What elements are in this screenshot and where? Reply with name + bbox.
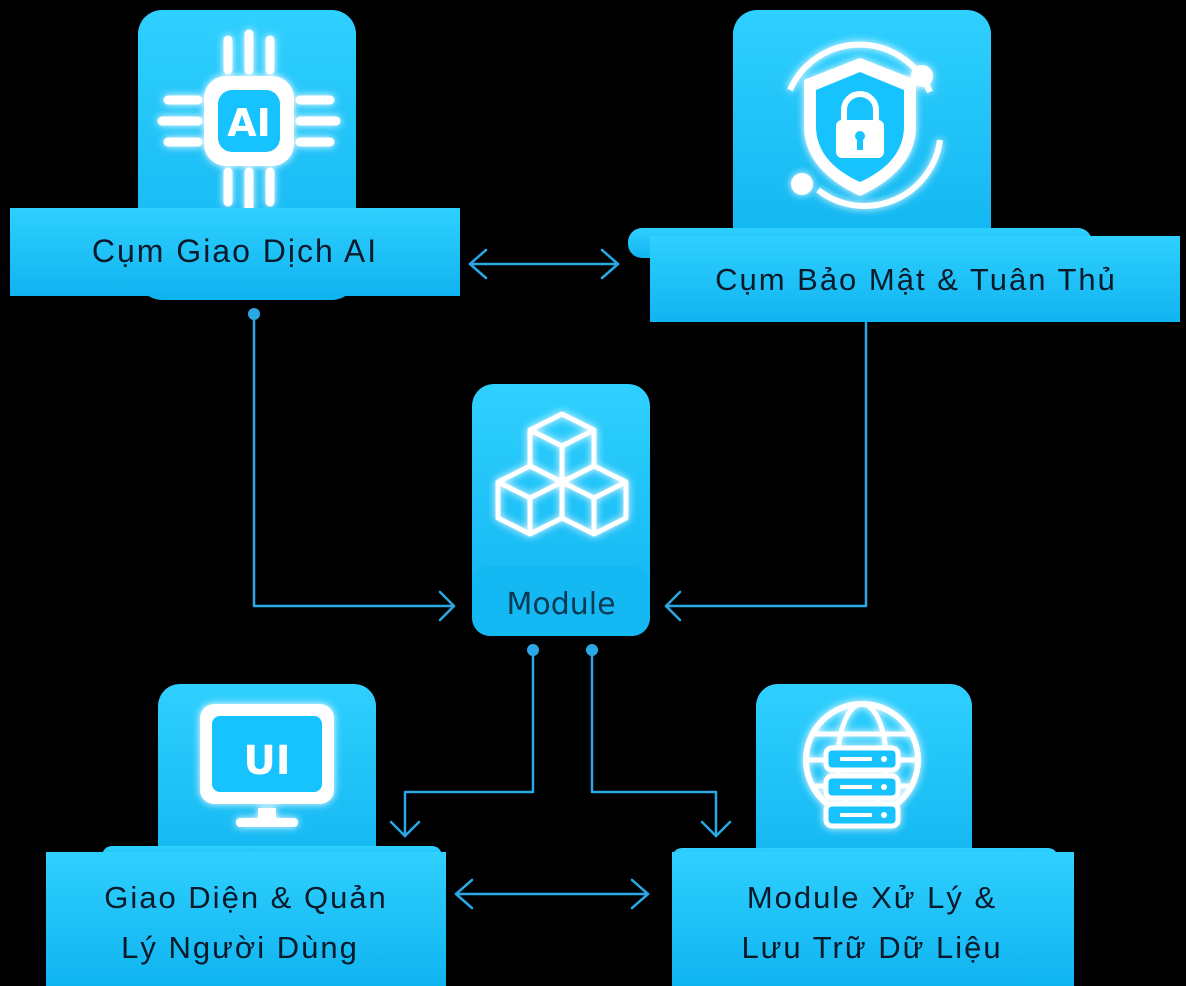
security-label-box — [650, 236, 1180, 322]
ai-chip-icon — [157, 29, 341, 213]
module-right-dot — [586, 644, 598, 656]
ai-connector-dot — [248, 308, 260, 320]
ai-cluster-node[interactable]: AI Cụm Giao Dịch AI — [10, 10, 460, 300]
data-label-box — [672, 852, 1074, 986]
ui-cluster-node[interactable]: UI Giao Diện & Quản Lý Người Dùng — [46, 684, 446, 986]
module-label-tab — [472, 566, 650, 636]
module-to-data-connector — [590, 648, 732, 838]
security-to-module-connector — [664, 320, 868, 622]
module-title: Module — [506, 587, 615, 622]
data-cluster-node[interactable]: Module Xử Lý & Lưu Trữ Dữ Liệu — [672, 684, 1074, 986]
module-left-dot — [527, 644, 539, 656]
ui-icon-text: UI — [243, 738, 290, 784]
ui-cluster-title-line2: Lý Người Dùng — [121, 930, 359, 965]
security-cluster-title: Cụm Bảo Mật & Tuân Thủ — [715, 262, 1117, 297]
globe-server-icon — [803, 701, 921, 829]
ai-security-bidirectional-arrow — [468, 248, 620, 280]
monitor-ui-icon — [200, 704, 334, 827]
ai-icon-text: AI — [227, 101, 271, 145]
data-cluster-title-line2: Lưu Trữ Dữ Liệu — [741, 930, 1002, 965]
ui-data-bidirectional-arrow — [454, 878, 650, 910]
data-cluster-title-line1: Module Xử Lý & — [747, 880, 997, 915]
ui-cluster-title-line1: Giao Diện & Quản — [104, 880, 388, 915]
ui-label-box — [46, 852, 446, 986]
ai-to-module-connector — [252, 312, 456, 622]
ai-cluster-title: Cụm Giao Dịch AI — [92, 233, 378, 269]
connectors — [252, 248, 868, 910]
shield-lock-icon — [787, 41, 943, 210]
connector-dots — [248, 308, 598, 656]
ai-label-box — [10, 208, 460, 296]
security-cluster-node[interactable]: Cụm Bảo Mật & Tuân Thủ — [628, 10, 1180, 322]
module-to-ui-connector — [389, 648, 535, 838]
cubes-icon — [495, 411, 629, 537]
module-node[interactable]: Module — [472, 384, 650, 636]
